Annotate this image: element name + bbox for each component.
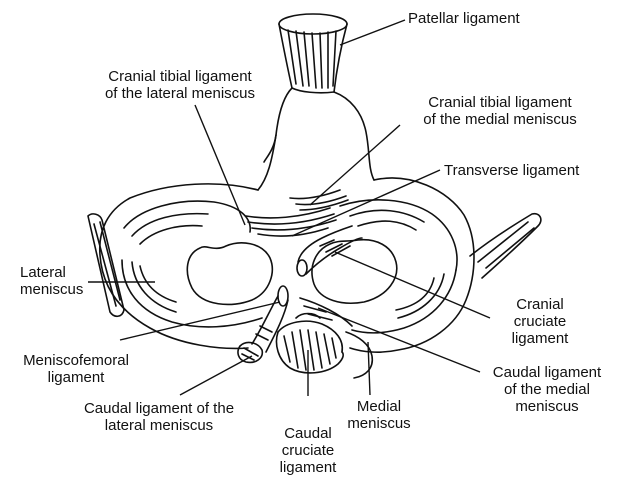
label-caudal-cruciate: Caudal cruciate ligament xyxy=(258,425,358,476)
tibial-plateau-outline xyxy=(100,178,474,352)
medial-collateral-drawing xyxy=(470,214,541,278)
label-meniscofemoral: Meniscofemoral ligament xyxy=(6,352,146,386)
caudal-cruciate-drawing xyxy=(277,314,344,373)
cranial-fat-pad-drawing xyxy=(258,88,374,190)
label-cranial-tibial-lateral: Cranial tibial ligament of the lateral m… xyxy=(80,68,280,102)
leader-patellar xyxy=(340,20,405,45)
transverse-ligament-hatching xyxy=(246,190,348,236)
label-lateral-meniscus: Lateral meniscus xyxy=(20,264,83,298)
leader-cranial-tibial-medial xyxy=(310,125,400,205)
medial-meniscus-drawing xyxy=(340,200,457,333)
label-patellar-ligament: Patellar ligament xyxy=(408,10,520,27)
label-cranial-tibial-medial: Cranial tibial ligament of the medial me… xyxy=(400,94,600,128)
leader-cranial-cruciate xyxy=(335,252,490,318)
medial-condyle-opening xyxy=(312,240,397,304)
leader-caudal-lateral xyxy=(180,356,252,395)
label-cranial-cruciate: Cranial cruciate ligament xyxy=(490,296,590,347)
caudal-lateral-ligament-drawing xyxy=(238,343,262,363)
leader-transverse xyxy=(292,170,440,236)
leader-cranial-tibial-lateral xyxy=(195,105,245,225)
lateral-meniscus-drawing xyxy=(122,201,262,327)
lateral-collateral-drawing xyxy=(88,214,124,316)
patellar-ligament-drawing xyxy=(279,14,347,93)
label-caudal-medial: Caudal ligament of the medial meniscus xyxy=(472,364,622,415)
label-caudal-lateral: Caudal ligament of the lateral meniscus xyxy=(44,400,274,434)
label-transverse-ligament: Transverse ligament xyxy=(444,162,579,179)
lateral-condyle-opening xyxy=(187,243,272,305)
